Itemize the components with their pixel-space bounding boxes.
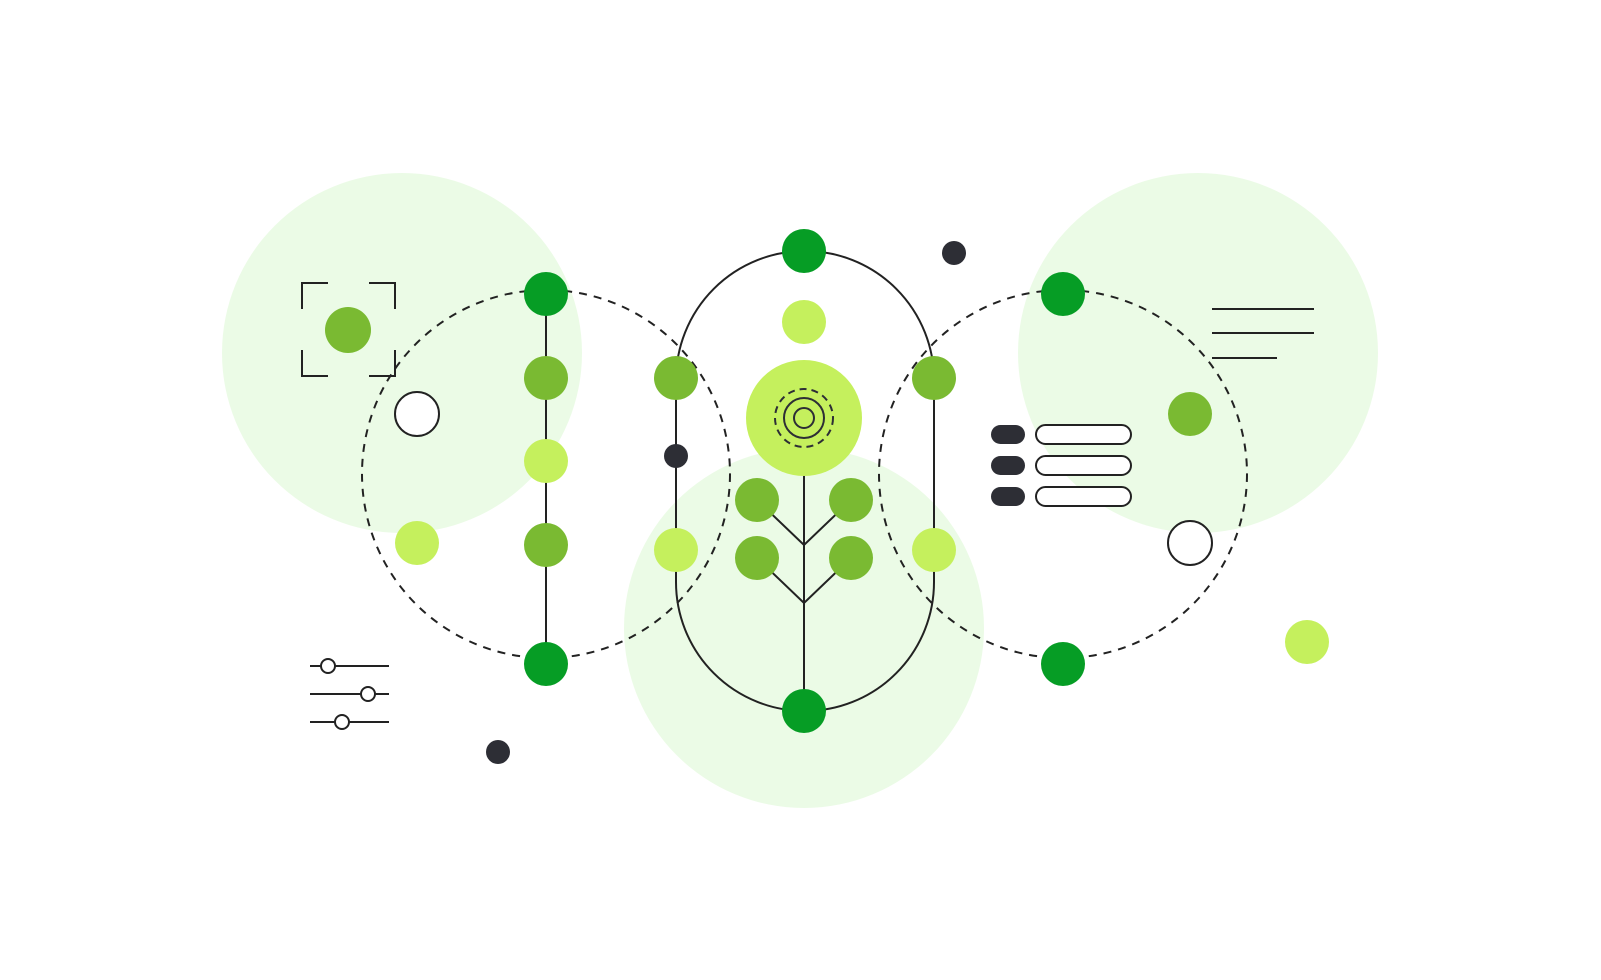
focus-frame-icon <box>301 282 396 377</box>
node <box>524 439 568 483</box>
text-lines-icon <box>1212 308 1314 359</box>
node <box>735 478 779 522</box>
dark-dots <box>486 241 966 764</box>
node <box>325 307 371 353</box>
background-halos <box>222 173 1378 808</box>
gear-icon <box>774 388 834 448</box>
dark-dot <box>486 740 510 764</box>
node <box>524 272 568 316</box>
node <box>395 521 439 565</box>
node <box>1168 392 1212 436</box>
nodes-hollow <box>394 391 1213 566</box>
node <box>524 642 568 686</box>
node <box>782 300 826 344</box>
node <box>912 356 956 400</box>
dark-dot <box>664 444 688 468</box>
halo-right <box>1018 173 1378 533</box>
gear-hub <box>746 360 862 476</box>
list-icon <box>991 424 1132 507</box>
nodes-dark-green <box>524 229 1085 733</box>
dark-dot <box>942 241 966 265</box>
list-bar <box>1035 486 1132 507</box>
node <box>782 689 826 733</box>
node <box>782 229 826 273</box>
list-bullet <box>991 456 1025 475</box>
node <box>829 536 873 580</box>
list-bar <box>1035 455 1132 476</box>
nodes-mid-green <box>325 307 1212 580</box>
node <box>654 528 698 572</box>
gear-hub-disc <box>746 360 862 476</box>
node <box>524 356 568 400</box>
hollow-node <box>394 391 440 437</box>
node <box>1041 272 1085 316</box>
list-bar <box>1035 424 1132 445</box>
node <box>735 536 779 580</box>
halo-left <box>222 173 582 533</box>
sliders-icon <box>310 658 389 730</box>
node <box>1041 642 1085 686</box>
node <box>1285 620 1329 664</box>
node <box>912 528 956 572</box>
nodes-light-green <box>395 300 1329 664</box>
list-bullet <box>991 487 1025 506</box>
hollow-node <box>1167 520 1213 566</box>
node <box>654 356 698 400</box>
list-bullet <box>991 425 1025 444</box>
node <box>524 523 568 567</box>
node <box>829 478 873 522</box>
